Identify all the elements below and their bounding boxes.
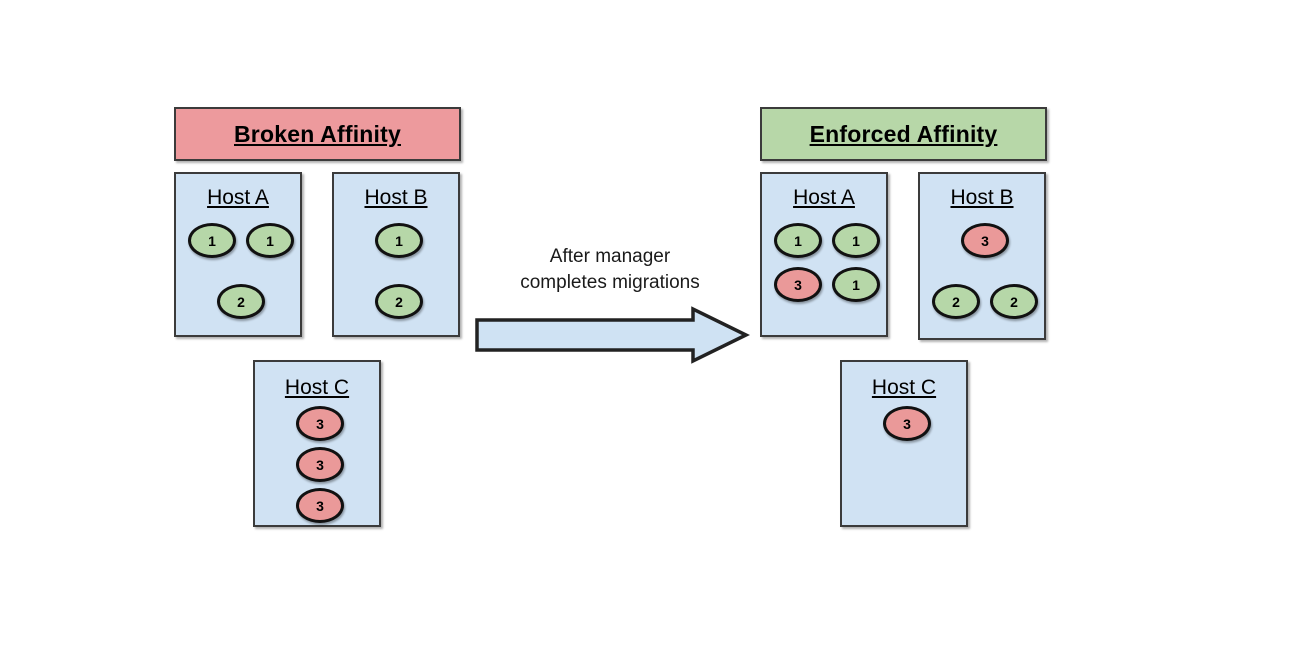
vm-right-b-0: 3 <box>961 223 1009 258</box>
transition-caption: After manager completes migrations <box>520 246 700 293</box>
vm-label: 3 <box>316 456 324 473</box>
broken-affinity-banner: Broken Affinity <box>174 107 461 161</box>
vm-right-a-1: 1 <box>832 223 880 258</box>
vm-left-a-2: 2 <box>217 284 265 319</box>
transition-arrow-icon <box>475 306 750 364</box>
vm-label: 3 <box>316 415 324 432</box>
vm-label: 1 <box>395 232 403 249</box>
vm-label: 2 <box>395 293 403 310</box>
vm-label: 2 <box>952 293 960 310</box>
vm-left-c-0: 3 <box>296 406 344 441</box>
vm-label: 3 <box>903 415 911 432</box>
enforced-affinity-banner: Enforced Affinity <box>760 107 1047 161</box>
vm-left-c-1: 3 <box>296 447 344 482</box>
vm-label: 1 <box>208 232 216 249</box>
transition-arrow <box>474 306 750 364</box>
host-box-left-a: Host A 1 1 2 <box>174 172 302 337</box>
vm-label: 3 <box>981 232 989 249</box>
host-box-right-a: Host A 1 1 3 1 <box>760 172 888 337</box>
host-title-right-a: Host A <box>793 186 855 209</box>
host-title-left-b: Host B <box>364 186 428 209</box>
vm-label: 2 <box>1010 293 1018 310</box>
vm-left-a-0: 1 <box>188 223 236 258</box>
vm-label: 1 <box>794 232 802 249</box>
vm-label: 1 <box>266 232 274 249</box>
vm-right-b-1: 2 <box>932 284 980 319</box>
host-box-left-b: Host B 1 2 <box>332 172 460 337</box>
vm-right-c-0: 3 <box>883 406 931 441</box>
host-box-right-c: Host C 3 <box>840 360 968 527</box>
vm-left-b-0: 1 <box>375 223 423 258</box>
host-title-left-c: Host C <box>284 376 350 399</box>
vm-left-b-1: 2 <box>375 284 423 319</box>
host-title-right-c: Host C <box>871 376 937 399</box>
host-box-left-c: Host C 3 3 3 <box>253 360 381 527</box>
vm-label: 2 <box>237 293 245 310</box>
vm-right-b-2: 2 <box>990 284 1038 319</box>
vm-label: 1 <box>852 276 860 293</box>
vm-label: 3 <box>794 276 802 293</box>
host-title-right-b: Host B <box>950 186 1014 209</box>
enforced-affinity-label: Enforced Affinity <box>809 120 998 147</box>
vm-left-c-2: 3 <box>296 488 344 523</box>
vm-label: 1 <box>852 232 860 249</box>
host-title-left-a: Host A <box>207 186 269 209</box>
vm-right-a-3: 1 <box>832 267 880 302</box>
vm-label: 3 <box>316 497 324 514</box>
vm-right-a-2: 3 <box>774 267 822 302</box>
vm-left-a-1: 1 <box>246 223 294 258</box>
broken-affinity-label: Broken Affinity <box>234 120 401 147</box>
vm-right-a-0: 1 <box>774 223 822 258</box>
host-box-right-b: Host B 3 2 2 <box>918 172 1046 340</box>
